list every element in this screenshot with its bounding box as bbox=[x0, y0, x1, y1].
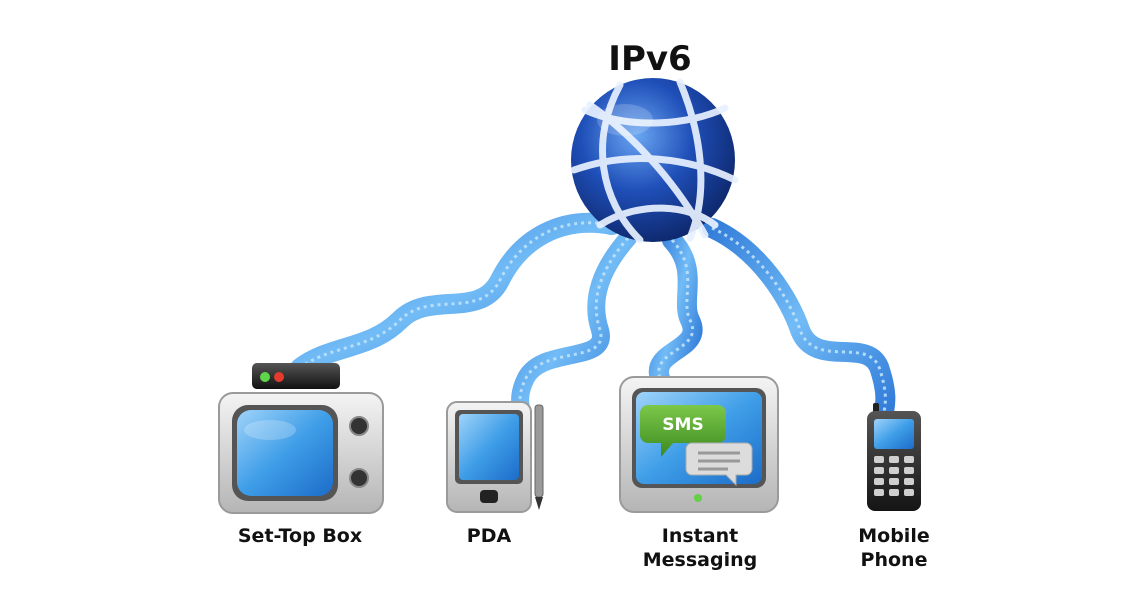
network-ribbons bbox=[290, 212, 896, 422]
ribbon-mobile-phone bbox=[702, 218, 896, 422]
label-instant-messaging-line2: Messaging bbox=[643, 549, 757, 571]
ribbon-instant-messaging bbox=[648, 230, 703, 388]
sms-bubble-icon: SMS bbox=[640, 405, 726, 457]
sms-label: SMS bbox=[662, 415, 703, 435]
label-instant-messaging-line1: Instant bbox=[662, 525, 738, 547]
label-set-top-box: Set-Top Box bbox=[238, 525, 362, 547]
ribbon-pda bbox=[511, 229, 637, 421]
chat-bubble-icon bbox=[685, 442, 753, 487]
label-pda: PDA bbox=[467, 525, 512, 547]
television-icon bbox=[218, 392, 384, 514]
globe-icon bbox=[570, 78, 739, 244]
device-instant-messaging: SMS Instant Messaging bbox=[619, 376, 779, 571]
set-top-box-icon bbox=[252, 363, 340, 389]
mobile-phone-icon bbox=[867, 403, 921, 511]
label-mobile-phone-line2: Phone bbox=[861, 549, 928, 571]
label-mobile-phone-line1: Mobile bbox=[858, 525, 929, 547]
diagram-title: IPv6 bbox=[608, 39, 691, 79]
ribbon-set-top-box bbox=[290, 212, 622, 378]
stylus-icon bbox=[534, 404, 544, 510]
device-mobile-phone: Mobile Phone bbox=[858, 403, 930, 571]
device-pda: PDA bbox=[446, 401, 544, 547]
device-set-top-box: Set-Top Box bbox=[218, 363, 384, 547]
pda-icon bbox=[446, 401, 532, 513]
